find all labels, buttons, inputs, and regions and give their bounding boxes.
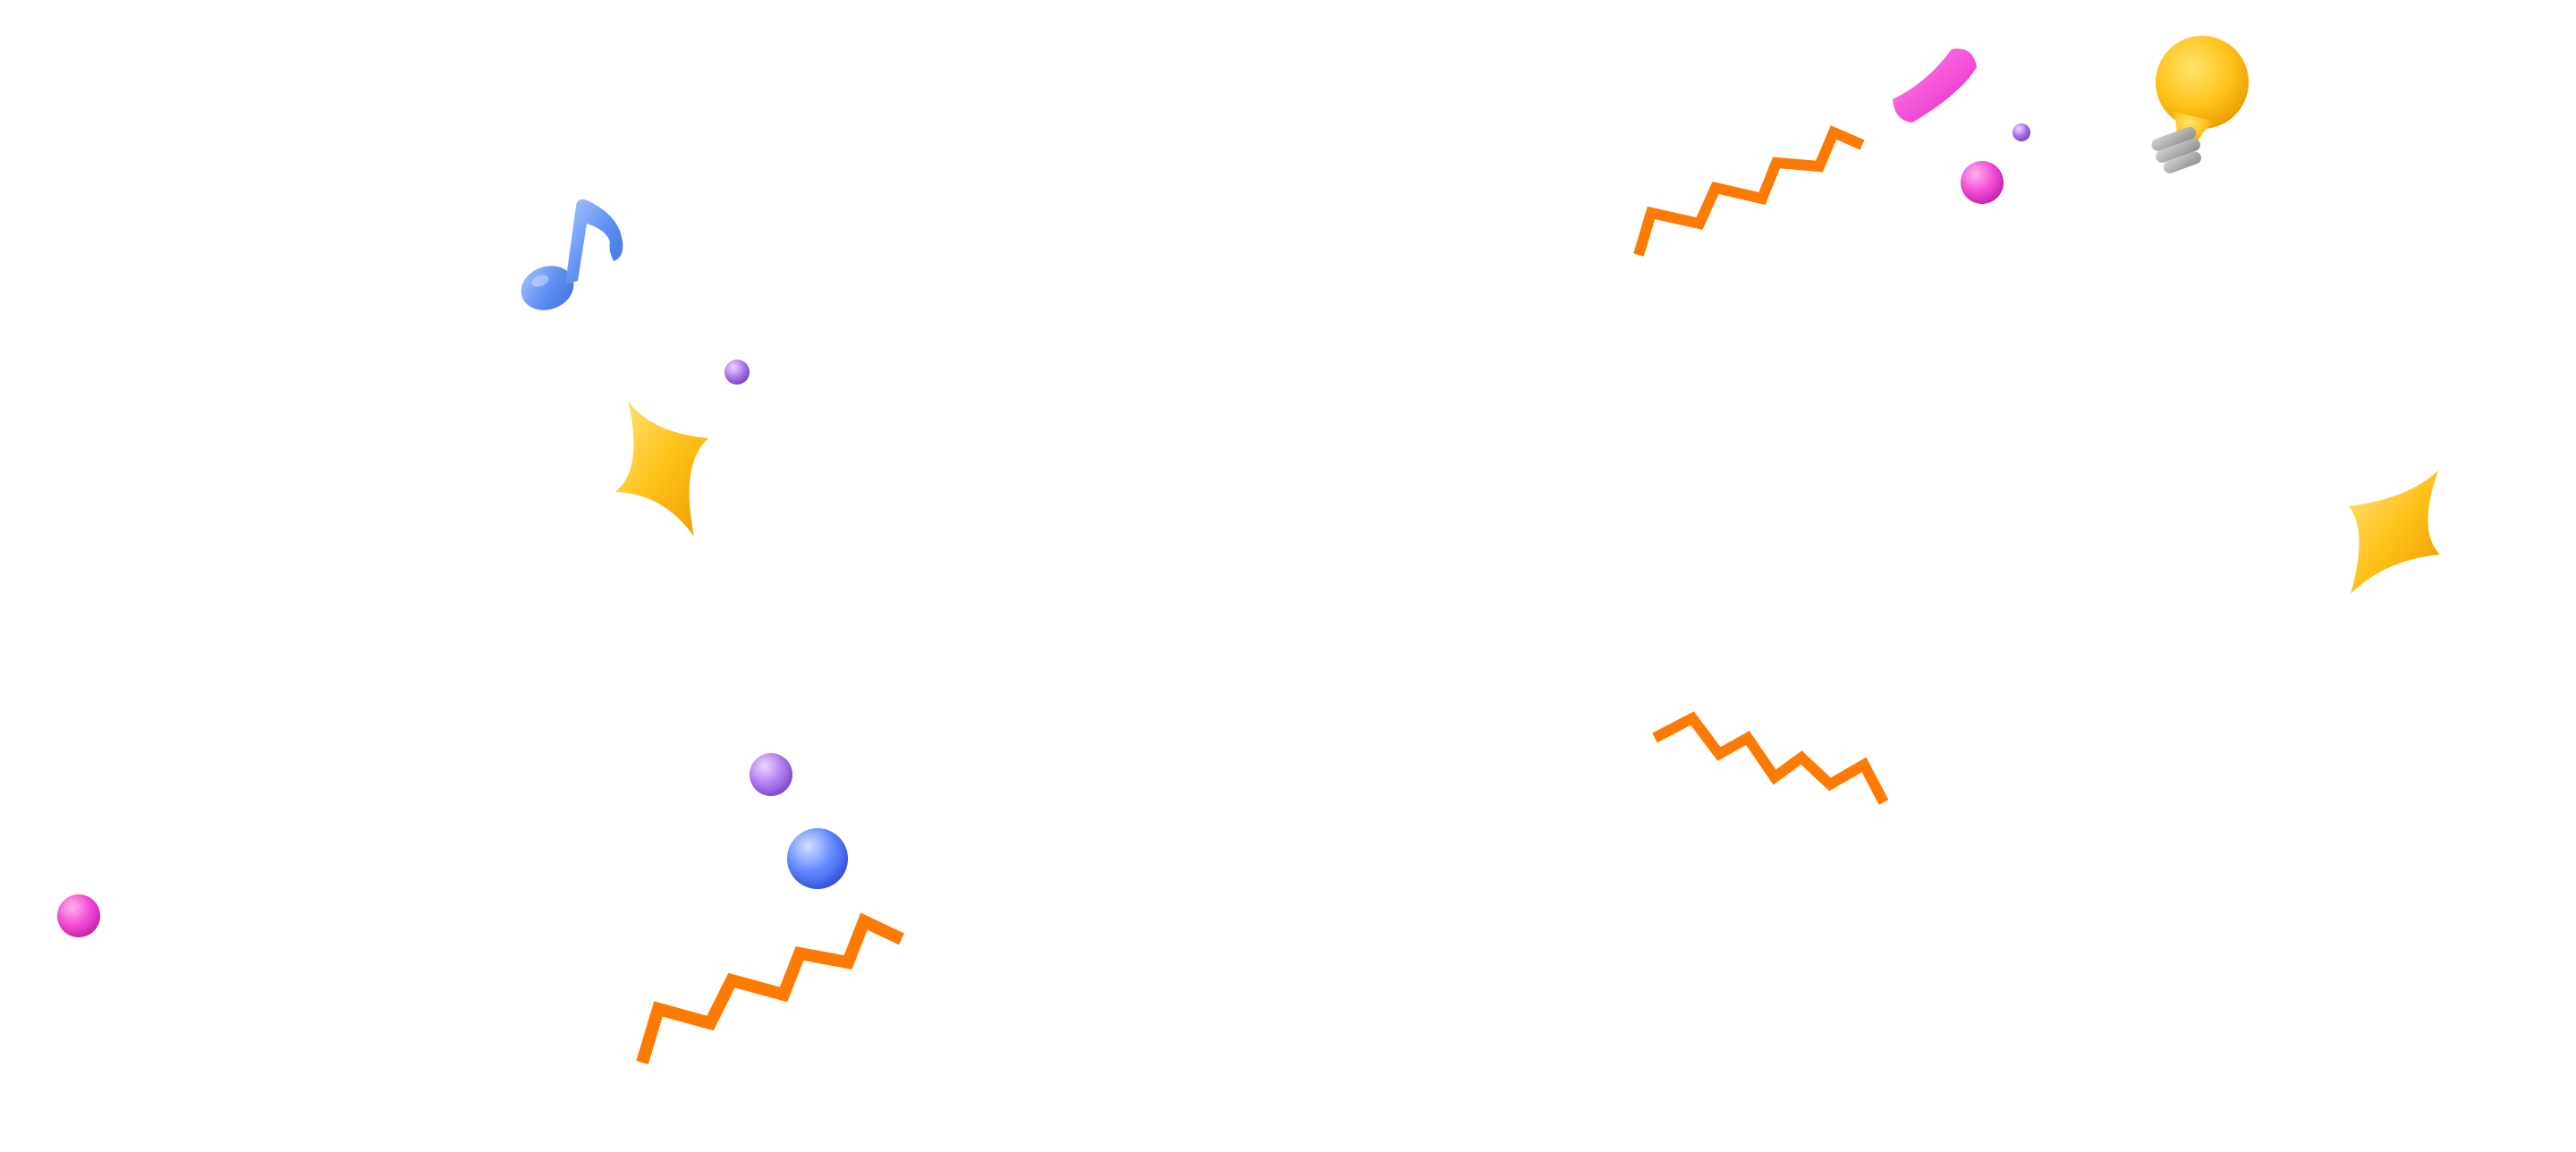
sparkle-star-icon xyxy=(615,401,708,537)
purple-sphere-icon xyxy=(750,753,792,796)
zigzag-squiggle-icon xyxy=(636,912,905,1065)
pink-ribbon-icon xyxy=(1893,48,1977,123)
sparkle-star-icon xyxy=(2349,470,2440,594)
zigzag-squiggle-icon xyxy=(1633,125,1865,257)
music-note-icon xyxy=(521,199,623,310)
zigzag-squiggle-icon xyxy=(1652,711,1889,805)
pink-sphere-icon xyxy=(57,894,100,937)
blue-sphere-icon xyxy=(787,828,848,889)
lightbulb-icon xyxy=(2151,36,2249,174)
pink-sphere-icon xyxy=(1961,161,2004,204)
small-purple-sphere-icon xyxy=(724,360,750,385)
small-purple-sphere-icon xyxy=(2012,123,2030,141)
